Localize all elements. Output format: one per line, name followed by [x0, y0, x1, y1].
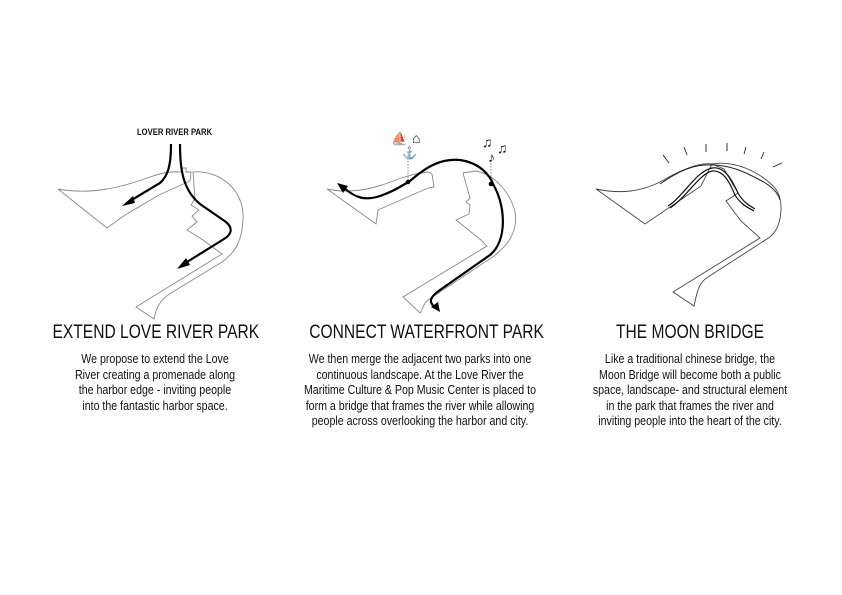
sailboat-icon: ⛵: [391, 131, 408, 146]
ray: [683, 146, 688, 156]
river-path-left: [129, 143, 173, 202]
moon-bridge-arc-outer: [659, 164, 781, 201]
panel-title: THE MOON BRIDGE: [615, 322, 765, 343]
map-label-lover-river-park: LOVER RIVER PARK: [137, 127, 213, 137]
panel-description: We propose to extend the Love River crea…: [74, 352, 236, 413]
moon-bridge-arc-2: [669, 170, 755, 212]
arrow-head-west: [337, 183, 348, 193]
moon-bridge-arc-1: [667, 167, 756, 210]
right-park-outline: [672, 162, 782, 307]
music-notes-icon: ♫: [482, 134, 493, 150]
arrow-head-left: [122, 196, 135, 206]
anchor-icon: ⚓: [402, 146, 417, 160]
arrow-head-right: [177, 258, 190, 269]
marker-dot-anchor: [405, 179, 411, 185]
music-notes-icon-2: ♫: [497, 140, 508, 156]
left-park-outline: [57, 167, 192, 229]
ray: [743, 146, 747, 155]
left-park-outline: [595, 163, 713, 225]
marker-dot-music: [488, 181, 494, 187]
panel-title: EXTEND LOVE RIVER PARK: [52, 322, 260, 343]
ray: [772, 162, 783, 168]
ray: [760, 151, 765, 160]
arrow-head-south: [431, 302, 440, 312]
right-park-outline: [135, 171, 244, 320]
right-park-outline: [402, 170, 516, 314]
panel-description: We then merge the adjacent two parks int…: [303, 352, 537, 428]
panel-description: Like a traditional chinese bridge, the M…: [592, 352, 788, 428]
panel-title: CONNECT WATERFRONT PARK: [309, 322, 544, 343]
river-path-right: [178, 143, 232, 263]
music-note-icon: ♪: [488, 149, 495, 165]
promenade-path: [342, 158, 504, 308]
building-icon: ⌂: [412, 130, 421, 146]
ray: [662, 154, 670, 164]
left-park-outline: [326, 171, 435, 225]
